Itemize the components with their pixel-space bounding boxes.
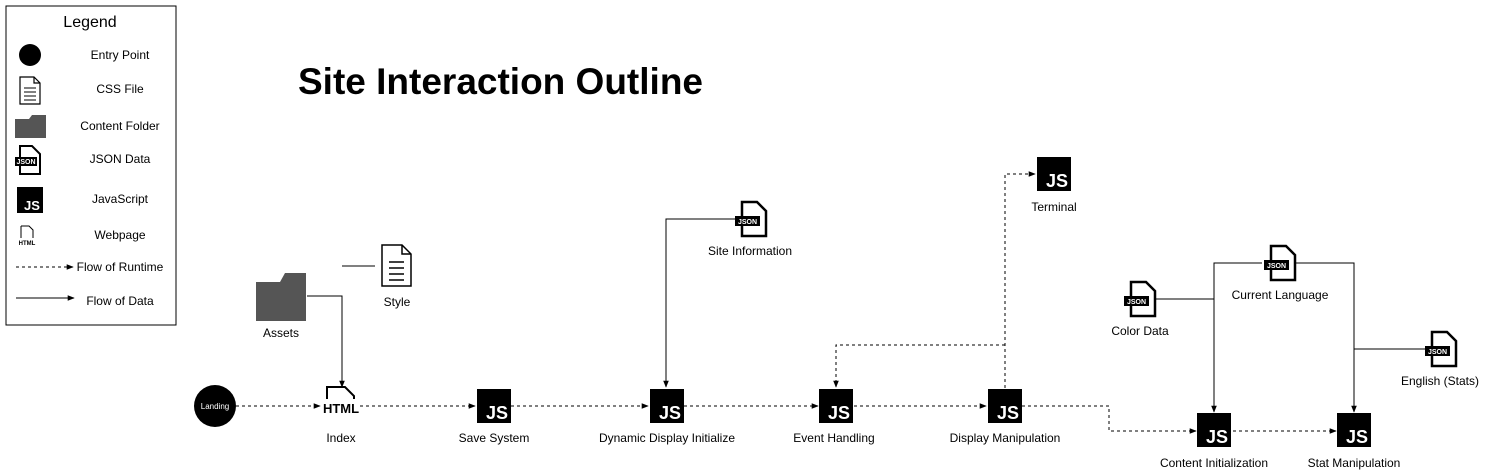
node-save-system: JS Save System [459, 389, 530, 445]
save-system-label: Save System [459, 431, 530, 445]
svg-text:HTML: HTML [323, 401, 359, 416]
node-english-stats: JSON English (Stats) [1401, 330, 1479, 388]
javascript-icon: JS [1197, 413, 1231, 447]
event-handling-label: Event Handling [793, 431, 874, 445]
javascript-icon: JS [819, 389, 853, 423]
html-file-icon: HTML [19, 225, 36, 247]
json-file-icon: JSON [1264, 244, 1297, 282]
node-event-handling: JS Event Handling [793, 389, 875, 445]
legend-label-css-file: CSS File [96, 82, 144, 96]
legend-title: Legend [63, 14, 116, 31]
flow-display-to-terminal [1004, 171, 1036, 388]
entry-point-icon [19, 44, 41, 66]
entry-point-icon [194, 385, 236, 427]
javascript-icon: JS [17, 187, 43, 213]
legend-label-webpage: Webpage [94, 228, 145, 242]
node-terminal: JS Terminal [1031, 157, 1077, 214]
legend-label-json-data: JSON Data [90, 152, 151, 166]
data-site-info-to-dynamic-display [663, 218, 738, 388]
node-style: Style [381, 244, 412, 309]
node-index: HTML Index [323, 386, 359, 445]
connectors [236, 171, 1426, 434]
legend-label-flow-of-data: Flow of Data [86, 294, 154, 308]
svg-text:JS: JS [659, 403, 681, 423]
svg-text:JS: JS [1046, 171, 1068, 191]
node-site-information: JSON Site Information [708, 200, 792, 258]
folder-icon [15, 115, 46, 138]
legend-label-javascript: JavaScript [92, 192, 149, 206]
data-assets-to-index [307, 295, 345, 388]
style-label: Style [384, 295, 411, 309]
english-stats-label: English (Stats) [1401, 374, 1479, 388]
stat-manipulation-label: Stat Manipulation [1308, 456, 1401, 470]
json-file-icon: JSON [1124, 280, 1157, 318]
legend-label-flow-of-runtime: Flow of Runtime [77, 260, 164, 274]
node-dynamic-display: JS Dynamic Display Initialize [599, 389, 735, 445]
node-content-init: JS Content Initialization [1160, 413, 1268, 470]
index-label: Index [326, 431, 355, 445]
json-file-icon: JSON [15, 145, 41, 175]
svg-text:JSON: JSON [738, 219, 757, 226]
css-file-icon [19, 76, 41, 105]
javascript-icon: JS [988, 389, 1022, 423]
data-language-to-stat [1296, 262, 1357, 413]
node-assets: Assets [256, 273, 306, 340]
terminal-label: Terminal [1031, 200, 1076, 214]
data-language-to-content-init [1211, 262, 1262, 413]
svg-text:JSON: JSON [1267, 263, 1286, 270]
node-current-language: JSON Current Language [1232, 244, 1329, 302]
svg-text:JS: JS [828, 403, 850, 423]
svg-text:JS: JS [997, 403, 1019, 423]
legend-label-content-folder: Content Folder [80, 119, 159, 133]
svg-text:JS: JS [486, 403, 508, 423]
site-information-label: Site Information [708, 244, 792, 258]
legend-label-entry-point: Entry Point [91, 48, 150, 62]
node-landing: Landing [194, 385, 236, 427]
svg-text:HTML: HTML [19, 241, 36, 247]
svg-text:JSON: JSON [1428, 349, 1447, 356]
json-file-icon: JSON [1425, 330, 1458, 368]
javascript-icon: JS [1037, 157, 1071, 191]
content-init-label: Content Initialization [1160, 456, 1268, 470]
node-display-manipulation: JS Display Manipulation [950, 389, 1061, 445]
css-file-icon [381, 244, 412, 287]
dynamic-display-label: Dynamic Display Initialize [599, 431, 735, 445]
page-title: Site Interaction Outline [298, 61, 703, 102]
node-color-data: JSON Color Data [1111, 280, 1169, 338]
html-file-icon: HTML [323, 386, 359, 416]
svg-text:JS: JS [1346, 427, 1368, 447]
display-manipulation-label: Display Manipulation [950, 431, 1061, 445]
node-stat-manipulation: JS Stat Manipulation [1308, 413, 1401, 470]
svg-text:JS: JS [1206, 427, 1228, 447]
svg-text:JSON: JSON [16, 159, 35, 166]
javascript-icon: JS [650, 389, 684, 423]
svg-text:JSON: JSON [1127, 299, 1146, 306]
assets-label: Assets [263, 326, 299, 340]
legend: Legend Entry Point CSS File Content Fold… [5, 5, 177, 326]
svg-text:JS: JS [24, 198, 40, 213]
javascript-icon: JS [477, 389, 511, 423]
javascript-icon: JS [1337, 413, 1371, 447]
flow-display-to-event-handling [833, 344, 1005, 388]
folder-icon [256, 273, 306, 321]
color-data-label: Color Data [1111, 324, 1169, 338]
flow-display-to-content-init [1022, 405, 1197, 434]
landing-label: Landing [201, 402, 229, 411]
current-language-label: Current Language [1232, 288, 1329, 302]
json-file-icon: JSON [735, 200, 768, 238]
